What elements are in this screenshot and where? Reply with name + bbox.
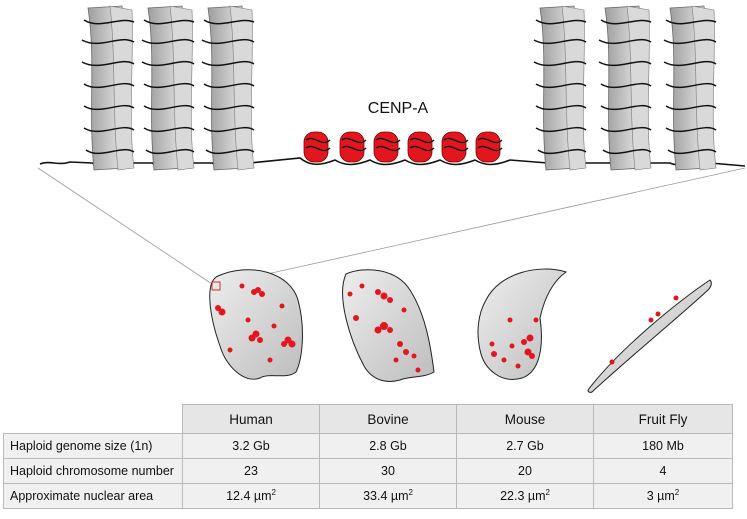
table-header-row: Human Bovine Mouse Fruit Fly (4, 404, 733, 434)
cenp-a-label: CENP-A (368, 100, 429, 117)
area-value: 33.4 µm (363, 489, 409, 504)
table-cell: 20 (456, 458, 594, 484)
row-label: Approximate nuclear area (3, 483, 183, 509)
nucleus-human (209, 269, 303, 380)
column-header: Bovine (319, 404, 457, 434)
table-row: Haploid chromosome number 23 30 20 4 (3, 458, 733, 484)
unit-superscript: 2 (408, 488, 413, 498)
table-cell: 2.8 Gb (319, 433, 457, 459)
chromatin-column-2 (141, 5, 195, 171)
nucleosome-2 (339, 131, 367, 163)
nucleus-bovine (342, 269, 435, 382)
column-header: Fruit Fly (593, 404, 733, 434)
nucleosome-3 (373, 131, 401, 163)
nucleosome-6 (475, 131, 503, 163)
column-header: Mouse (456, 404, 594, 434)
row-label: Haploid genome size (1n) (3, 433, 183, 459)
column-header: Human (182, 404, 320, 434)
chromatin-column-4 (533, 5, 587, 171)
table-corner (4, 405, 183, 434)
nucleus-fruit-fly (587, 279, 712, 393)
table-cell: 30 (319, 458, 457, 484)
unit-superscript: 2 (545, 488, 550, 498)
chromatin-column-3 (201, 5, 255, 171)
nucleosome-1 (303, 131, 331, 163)
nucleus-mouse (477, 268, 568, 380)
table-cell: 22.3 µm2 (456, 483, 594, 509)
area-value: 22.3 µm (500, 489, 546, 504)
table-cell: 4 (593, 458, 733, 484)
table-row: Haploid genome size (1n) 3.2 Gb 2.8 Gb 2… (3, 433, 733, 459)
unit-superscript: 2 (271, 488, 276, 498)
table-cell: 2.7 Gb (456, 433, 594, 459)
cenp-a-nucleosomes (303, 131, 503, 163)
row-label: Haploid chromosome number (3, 458, 183, 484)
table-row: Approximate nuclear area 12.4 µm2 33.4 µ… (3, 483, 733, 509)
table-cell: 180 Mb (593, 433, 733, 459)
area-value: 3 µm (646, 489, 675, 504)
chromatin-column-6 (663, 5, 717, 171)
table-cell: 3 µm2 (593, 483, 733, 509)
chromatin-column-1 (81, 5, 135, 171)
zoom-line-left (37, 167, 213, 285)
table-cell: 3.2 Gb (182, 433, 320, 459)
chromatin-column-5 (598, 5, 652, 171)
zoom-line-right (221, 167, 746, 285)
table-cell: 23 (182, 458, 320, 484)
nucleosome-5 (441, 131, 469, 163)
table-cell: 12.4 µm2 (182, 483, 320, 509)
unit-superscript: 2 (674, 488, 680, 498)
area-value: 12.4 µm (226, 489, 272, 504)
table-cell: 33.4 µm2 (319, 483, 457, 509)
species-comparison-table: Human Bovine Mouse Fruit Fly Haploid gen… (3, 404, 733, 509)
nucleosome-4 (407, 131, 435, 163)
